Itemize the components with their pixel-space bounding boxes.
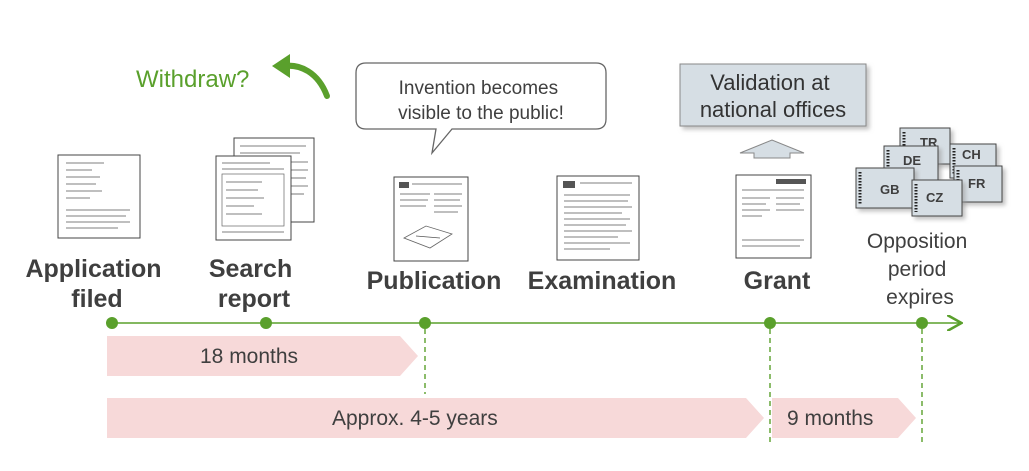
stage-label-search: Search report: [209, 255, 299, 313]
grant-document: [735, 174, 812, 259]
examination-document: [556, 175, 640, 261]
validation-line-2: national offices: [700, 97, 846, 122]
milestone-dot-search: [260, 317, 272, 329]
milestone-dot-opposition: [916, 317, 928, 329]
stage-label-application: Application filed: [25, 255, 168, 313]
timeline-markers: [106, 317, 928, 329]
bubble-line-1: Invention becomes: [399, 78, 559, 99]
duration-label-4-5-years: Approx. 4-5 years: [332, 407, 498, 430]
duration-bar-9-months: [772, 398, 916, 438]
application-document: [57, 154, 141, 239]
country-label-fr: FR: [968, 176, 986, 191]
country-doc-gb: GB: [855, 167, 915, 209]
country-label-gb: GB: [880, 182, 900, 197]
stage-label-opposition: Opposition period expires: [867, 230, 973, 309]
country-doc-cz: CZ: [911, 179, 963, 217]
duration-label-9-months: 9 months: [787, 407, 873, 430]
stage-label-examination: Examination: [528, 267, 677, 295]
publication-document: [393, 176, 469, 262]
country-label-de: DE: [903, 153, 921, 168]
svg-text:Validation at national o: Validation at national offices: [700, 70, 846, 122]
svg-text:Invention becomes visibl: Invention becomes visible to the public!: [398, 78, 564, 124]
milestone-dot-publication: [419, 317, 431, 329]
stage-label-publication: Publication: [367, 267, 502, 295]
national-documents-stack: TR CH DE FR GB CZ: [855, 127, 1003, 217]
country-label-cz: CZ: [926, 190, 943, 205]
milestone-dot-grant: [764, 317, 776, 329]
milestone-dot-application: [106, 317, 118, 329]
validation-box: Validation at national offices: [679, 63, 867, 127]
publication-speech-bubble: Invention becomes visible to the public!: [355, 62, 607, 156]
up-arrow-icon: [739, 139, 805, 159]
country-label-ch: CH: [962, 147, 981, 162]
bubble-line-2: visible to the public!: [398, 103, 564, 124]
withdraw-arrow-icon: [272, 54, 330, 99]
duration-bar-4-5-years: [107, 398, 764, 438]
duration-label-18-months: 18 months: [200, 345, 298, 368]
stage-label-grant: Grant: [744, 267, 811, 295]
withdraw-label: Withdraw?: [136, 66, 249, 93]
duration-bar-18-months: [107, 336, 418, 376]
validation-line-1: Validation at: [710, 70, 829, 95]
search-report-documents: [215, 137, 315, 241]
